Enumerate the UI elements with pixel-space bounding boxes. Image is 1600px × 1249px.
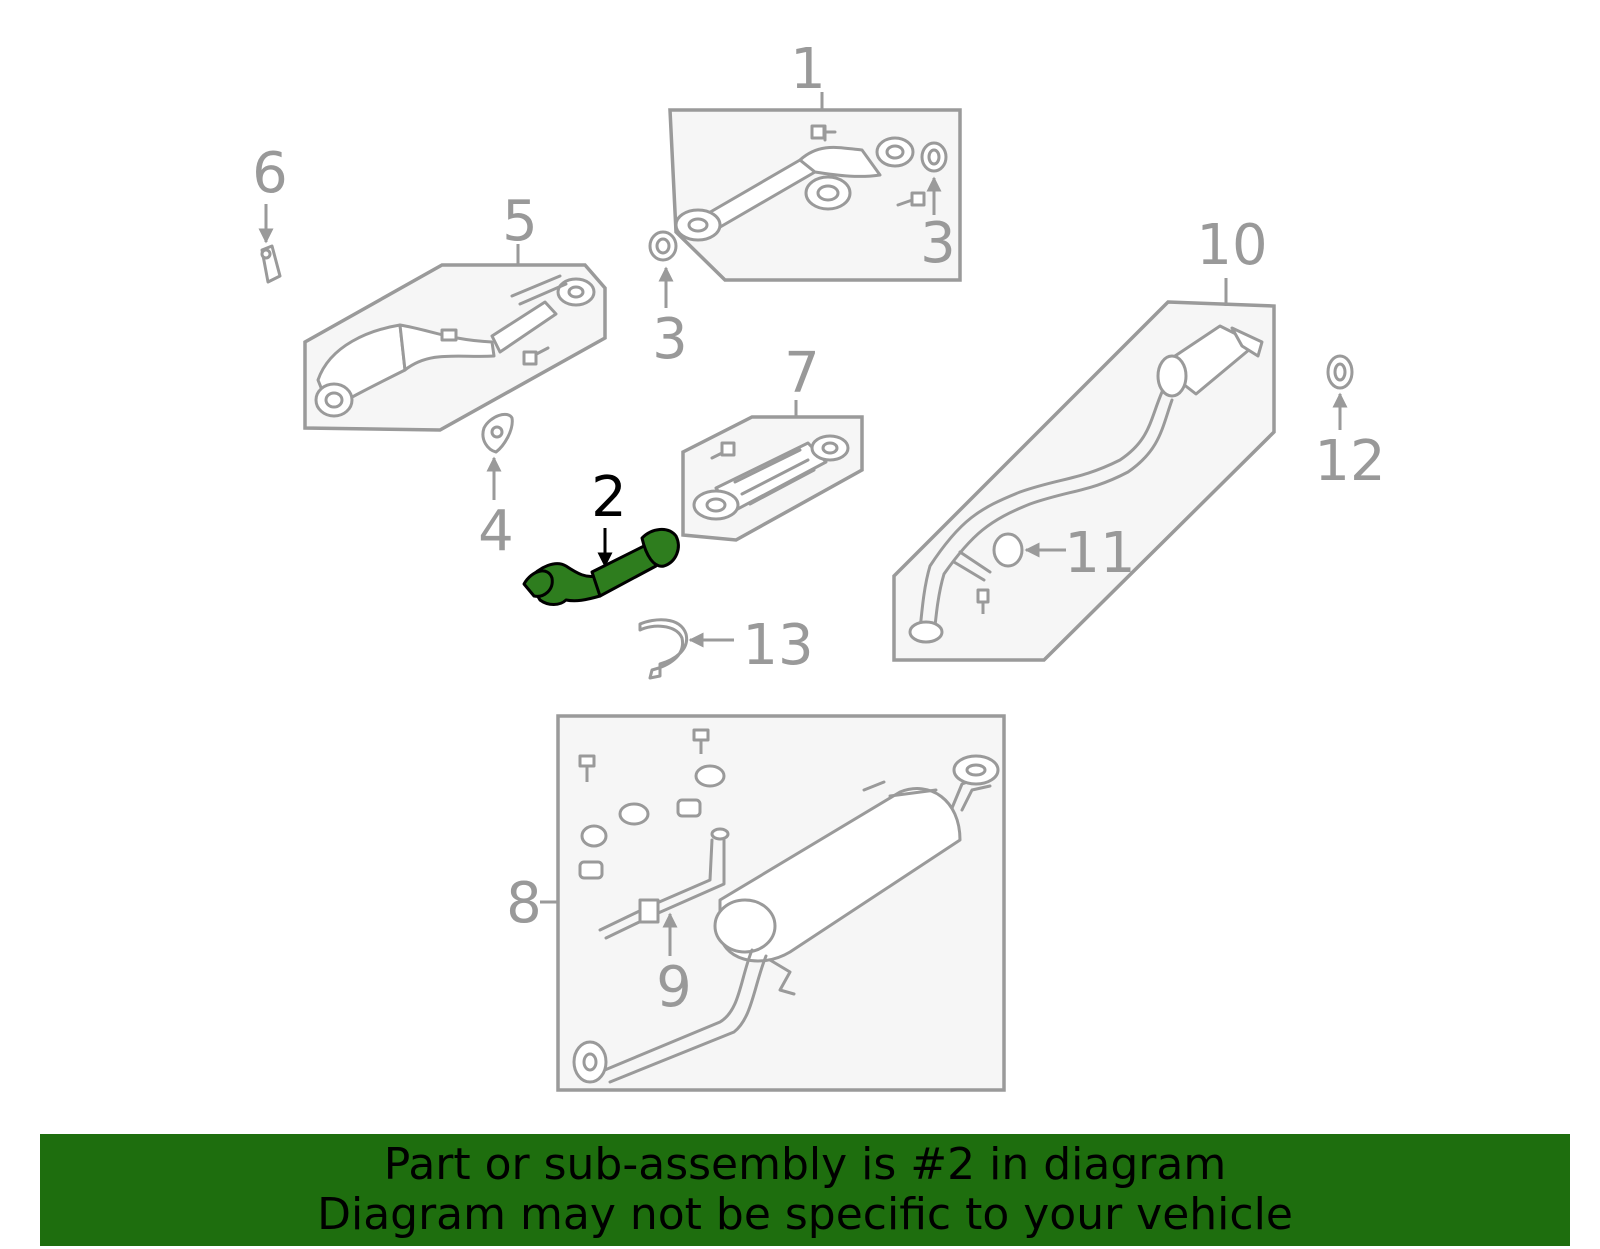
part-6-bracket[interactable] bbox=[258, 204, 282, 284]
banner-line-2: Diagram may not be specific to your vehi… bbox=[317, 1189, 1293, 1240]
exhaust-system-diagram: 1 3 3 5 6 4 bbox=[252, 37, 1386, 1092]
part-5-catalytic-pipe[interactable] bbox=[303, 244, 607, 432]
callout-5: 5 bbox=[502, 189, 538, 254]
callout-9: 9 bbox=[656, 955, 692, 1020]
callout-10: 10 bbox=[1196, 213, 1267, 278]
part-8-muffler-assembly[interactable] bbox=[540, 714, 1006, 1092]
callout-13: 13 bbox=[742, 613, 813, 678]
callout-3-right: 3 bbox=[920, 211, 956, 276]
part-10-tailpipe-assembly[interactable] bbox=[892, 278, 1276, 662]
part-3-gasket-left[interactable] bbox=[648, 230, 678, 308]
part-2-exhaust-pipe-highlighted[interactable] bbox=[522, 528, 680, 606]
callout-7: 7 bbox=[784, 341, 820, 406]
banner-line-1: Part or sub-assembly is #2 in diagram bbox=[383, 1139, 1227, 1190]
part-12-ring[interactable] bbox=[1326, 354, 1354, 430]
part-7-catalytic-converter[interactable] bbox=[681, 400, 864, 542]
callout-2: 2 bbox=[591, 465, 627, 530]
callout-8: 8 bbox=[506, 871, 542, 936]
callout-3-left: 3 bbox=[652, 307, 688, 372]
callout-6: 6 bbox=[252, 141, 288, 206]
part-1-front-pipe[interactable] bbox=[668, 92, 962, 282]
callout-4: 4 bbox=[478, 499, 514, 564]
callout-1: 1 bbox=[790, 37, 826, 102]
part-11-rubber-mount[interactable] bbox=[992, 532, 1066, 568]
part-13-clamp[interactable] bbox=[638, 618, 734, 680]
callout-12: 12 bbox=[1314, 429, 1385, 494]
part-4-gasket[interactable] bbox=[481, 412, 514, 500]
callout-11: 11 bbox=[1064, 521, 1135, 586]
info-banner: Part or sub-assembly is #2 in diagram Di… bbox=[40, 1134, 1570, 1246]
